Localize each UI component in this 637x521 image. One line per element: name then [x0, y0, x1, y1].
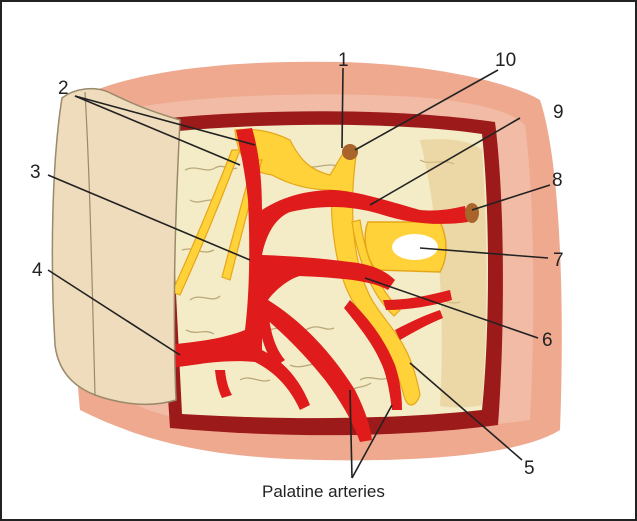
label-1: 1	[338, 50, 349, 71]
label-5: 5	[524, 458, 535, 479]
label-2: 2	[58, 78, 69, 99]
vessel-stump-10	[342, 144, 358, 160]
label-6: 6	[542, 330, 553, 351]
label-10: 10	[495, 50, 516, 71]
caption-palatine-arteries: Palatine arteries	[262, 482, 385, 501]
label-3: 3	[30, 162, 41, 183]
label-4: 4	[32, 260, 43, 281]
label-7: 7	[553, 250, 564, 271]
reflected-flap	[52, 89, 180, 405]
vessel-stump-8	[465, 203, 479, 223]
greater-palatine-foramen	[392, 234, 438, 260]
label-8: 8	[552, 170, 563, 191]
label-9: 9	[553, 102, 564, 123]
